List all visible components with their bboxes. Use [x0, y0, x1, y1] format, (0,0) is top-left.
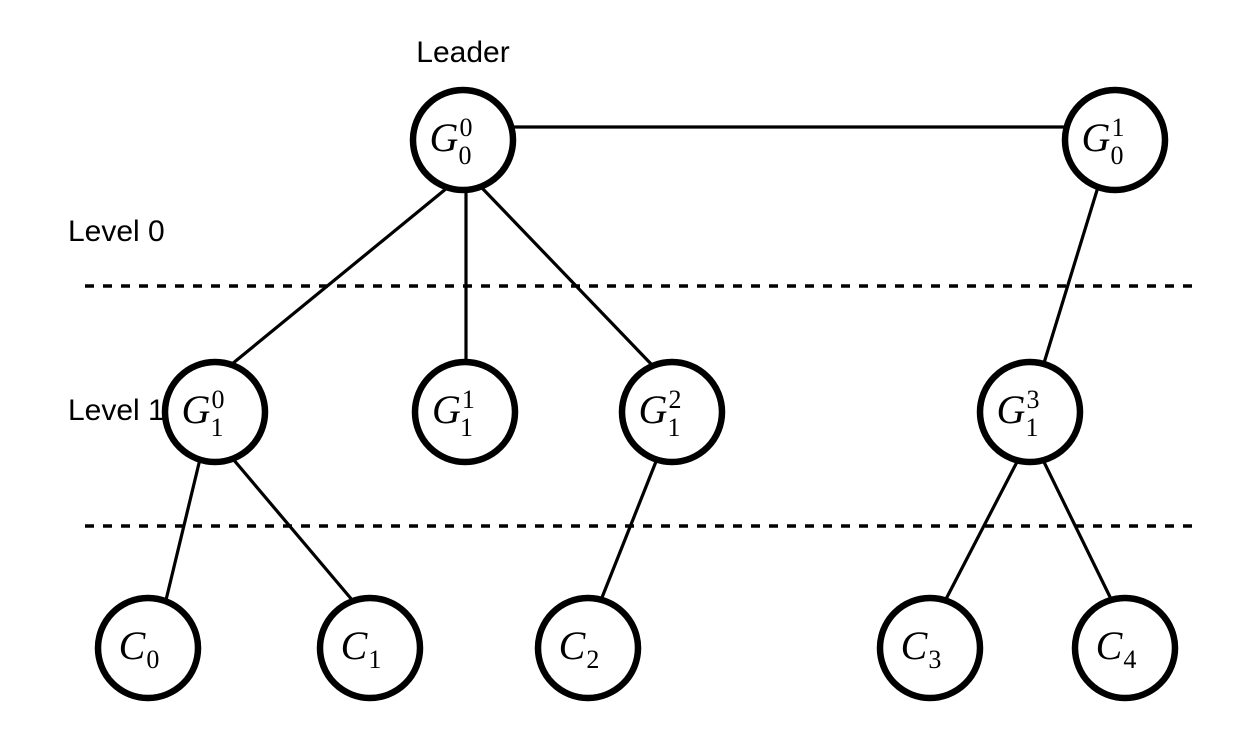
node-label-superscript: 0: [459, 113, 472, 142]
edge-g10-c1: [231, 457, 355, 603]
node-label-subscript: 0: [1110, 141, 1123, 170]
node-label-subscript: 0: [146, 645, 159, 674]
node-label-c2: C2: [559, 623, 600, 674]
node-label-superscript: 1: [462, 385, 474, 414]
node-label-base: G: [430, 115, 459, 160]
level-label-level0: Level 0: [68, 215, 165, 248]
node-c1[interactable]: C1: [316, 594, 424, 702]
node-c3[interactable]: C3: [876, 594, 984, 702]
node-label-base: G: [432, 387, 461, 432]
edge-g01-g13: [1042, 186, 1100, 364]
edges-layer: [164, 125, 1114, 603]
edge-g00-g12: [480, 186, 655, 368]
node-label-base: C: [1096, 623, 1124, 668]
level-label-level1: Level 1: [68, 394, 165, 427]
node-label-superscript: 2: [668, 385, 681, 414]
node-label-c3: C3: [901, 623, 942, 674]
node-label-subscript: 1: [210, 413, 223, 442]
node-label-base: C: [119, 623, 147, 668]
node-circle-g11[interactable]: [411, 358, 519, 466]
node-label-subscript: 3: [928, 645, 941, 674]
node-label-subscript: 1: [667, 413, 680, 442]
edge-g00-g10: [230, 186, 449, 366]
node-label-c0: C0: [119, 623, 160, 674]
node-circle-c3[interactable]: [876, 594, 984, 702]
node-label-superscript: 1: [1111, 113, 1124, 142]
node-circle-g00[interactable]: [409, 86, 517, 194]
node-label-superscript: 0: [211, 385, 224, 414]
node-label-superscript: 3: [1026, 385, 1039, 414]
node-label-base: C: [559, 623, 587, 668]
node-c2[interactable]: C2: [534, 594, 642, 702]
node-label-subscript: 2: [586, 645, 599, 674]
node-label-subscript: 0: [458, 141, 471, 170]
node-label-subscript: 1: [368, 645, 381, 674]
level-dividers-layer: [85, 284, 1196, 528]
node-label-base: G: [997, 387, 1026, 432]
node-circle-g13[interactable]: [976, 358, 1084, 466]
node-label-base: G: [1082, 115, 1111, 160]
node-c0[interactable]: C0: [94, 594, 202, 702]
node-label-subscript: 1: [1025, 413, 1038, 442]
node-label-base: C: [901, 623, 929, 668]
node-c4[interactable]: C4: [1071, 594, 1179, 702]
node-circle-g01[interactable]: [1061, 86, 1169, 194]
edge-g13-c3: [943, 459, 1020, 602]
node-label-base: G: [182, 387, 211, 432]
edge-g13-c4: [1041, 459, 1114, 602]
edge-g12-c2: [599, 458, 659, 601]
node-label-c4: C4: [1096, 623, 1137, 674]
node-circle-c0[interactable]: [94, 594, 202, 702]
node-label-base: G: [639, 387, 668, 432]
node-circle-c1[interactable]: [316, 594, 424, 702]
node-label-c1: C1: [341, 623, 382, 674]
node-circle-g12[interactable]: [618, 358, 726, 466]
leader-label: Leader: [416, 36, 509, 69]
node-label-base: C: [341, 623, 369, 668]
node-circle-c2[interactable]: [534, 594, 642, 702]
edge-g10-c0: [164, 458, 202, 601]
node-label-subscript: 4: [1123, 645, 1136, 674]
node-label-subscript: 1: [460, 413, 473, 442]
node-circle-c4[interactable]: [1071, 594, 1179, 702]
node-circle-g10[interactable]: [161, 358, 269, 466]
